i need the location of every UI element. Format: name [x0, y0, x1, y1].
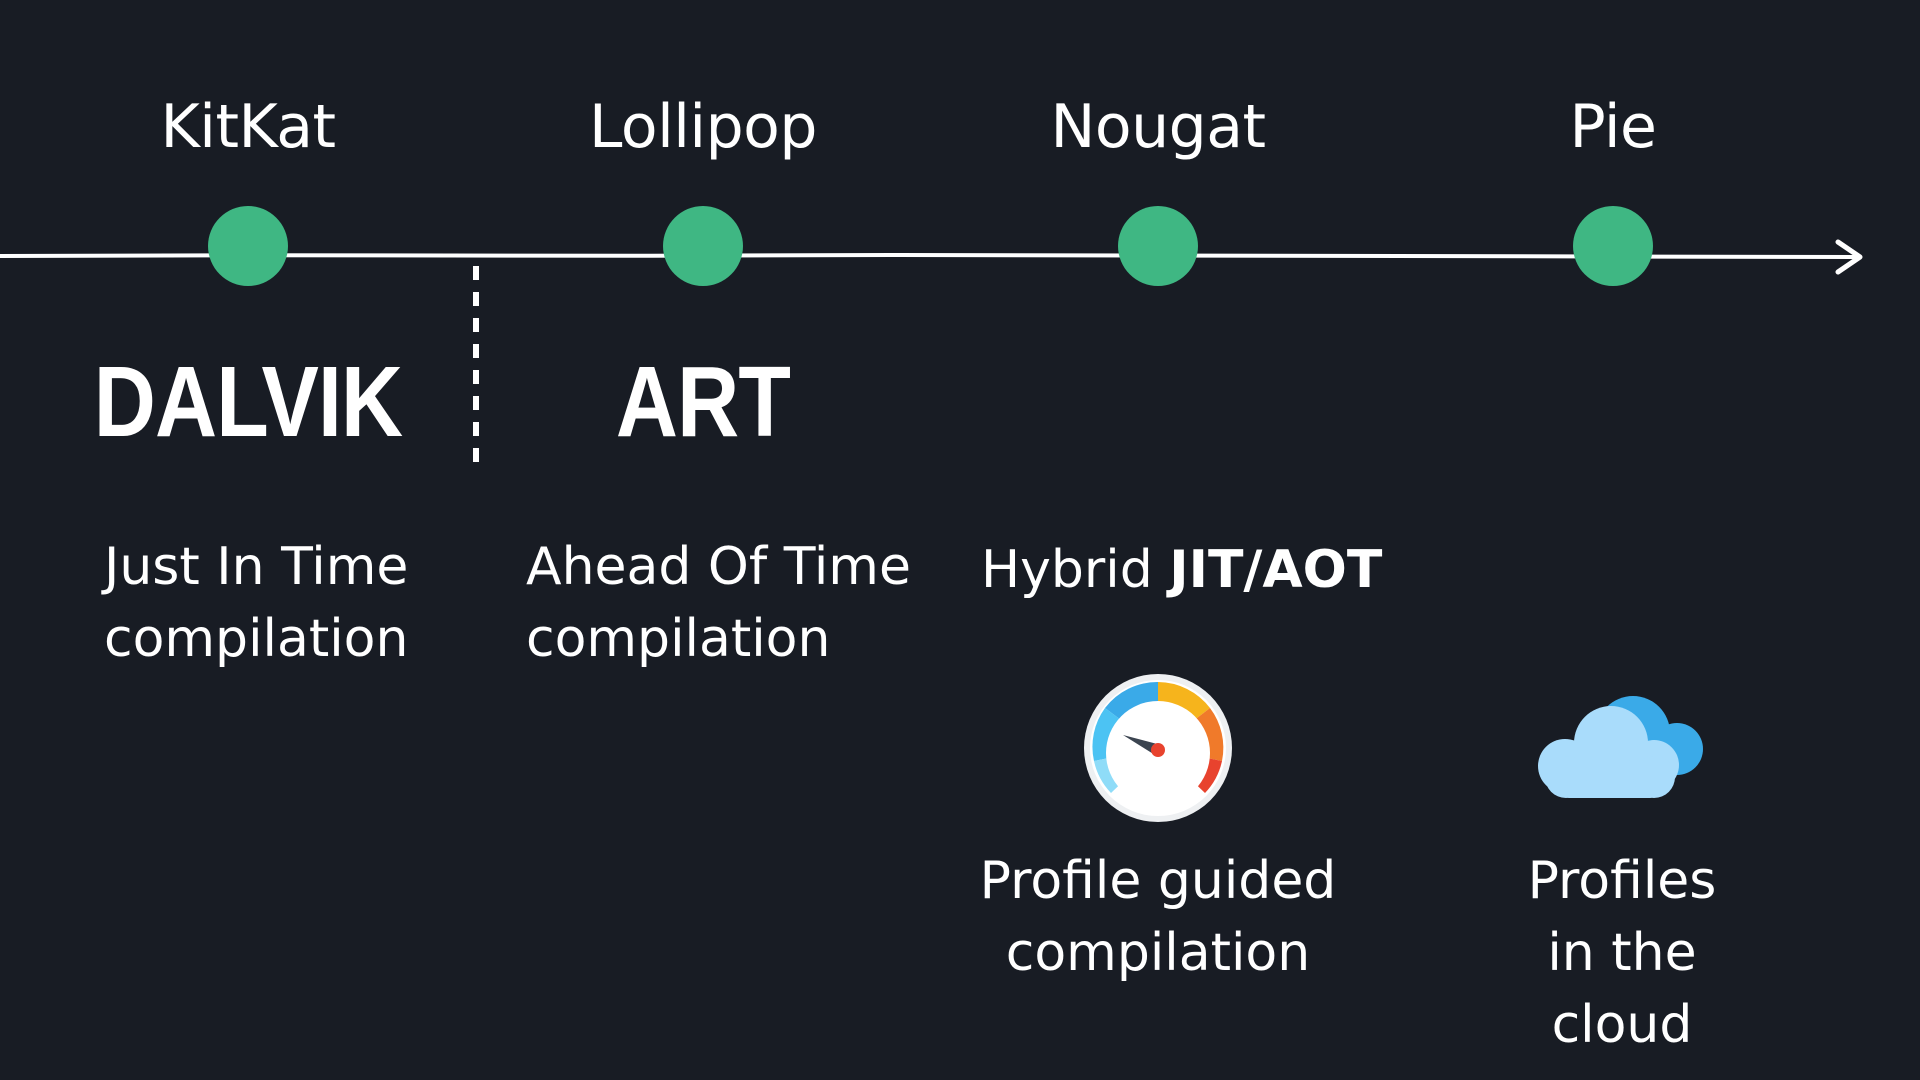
hybrid-label-prefix: Hybrid — [981, 540, 1170, 600]
profile-guided-description: Profile guided compilation — [979, 851, 1337, 983]
version-label-kitkat: KitKat — [160, 92, 336, 162]
runtime-label-art: ART — [615, 346, 791, 458]
timeline-dot-nougat — [1118, 206, 1198, 286]
timeline-dot-pie — [1573, 206, 1653, 286]
version-label-pie: Pie — [1569, 92, 1657, 162]
cloud-icon — [1538, 696, 1703, 798]
hybrid-label: Hybrid JIT/AOT — [981, 544, 1382, 596]
runtime-label-dalvik: DALVIK — [93, 346, 403, 458]
version-label-nougat: Nougat — [1050, 92, 1267, 162]
profiles-cloud-description: Profiles in the cloud — [1527, 851, 1717, 1055]
speedometer-icon — [1084, 674, 1232, 822]
version-label-lollipop: Lollipop — [589, 92, 817, 162]
aot-description: Ahead Of Time compilation — [526, 537, 911, 669]
timeline-dot-lollipop — [663, 206, 743, 286]
timeline-dot-kitkat — [208, 206, 288, 286]
timeline-line — [0, 252, 1858, 260]
timeline-arrowhead — [1835, 239, 1863, 275]
hybrid-label-bold: JIT/AOT — [1169, 540, 1383, 600]
jit-description: Just In Time compilation — [104, 537, 409, 669]
